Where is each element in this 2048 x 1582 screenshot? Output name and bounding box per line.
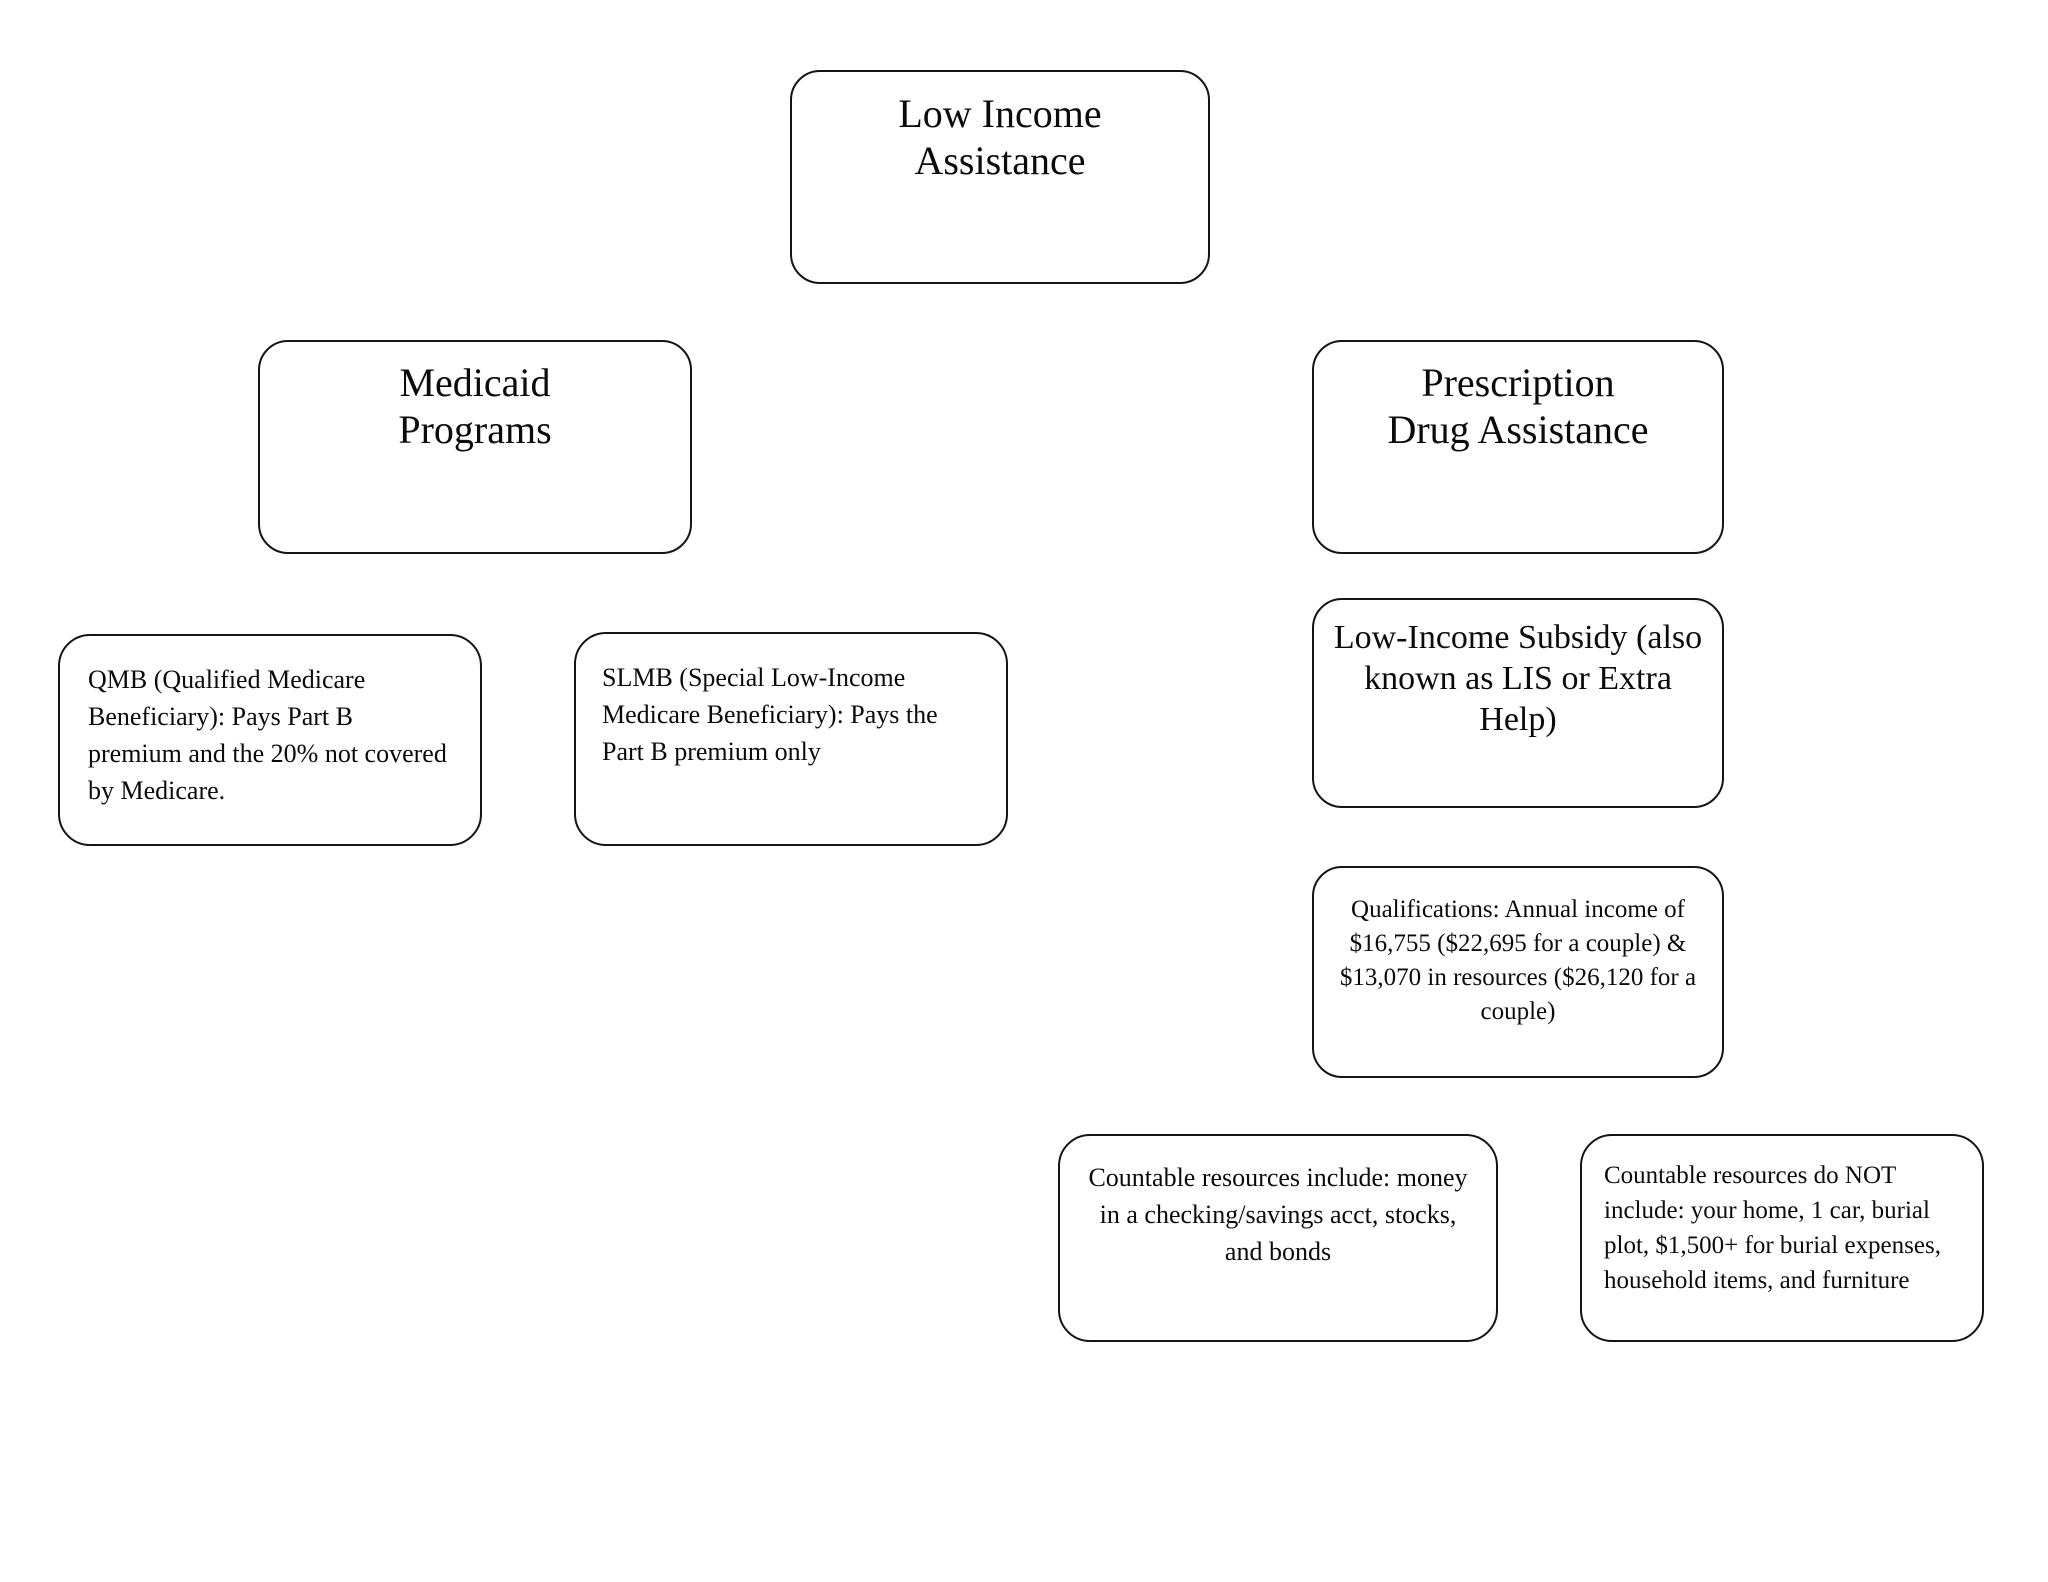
node-medicaid-programs-label: Medicaid Programs <box>398 360 552 453</box>
node-prescription-drug-assistance[interactable]: Prescription Drug Assistance <box>1312 340 1724 554</box>
node-countable-resources-excluded[interactable]: Countable resources do NOT include: your… <box>1580 1134 1984 1342</box>
node-low-income-subsidy[interactable]: Low-Income Subsidy (also known as LIS or… <box>1312 598 1724 808</box>
node-slmb[interactable]: SLMB (Special Low-Income Medicare Benefi… <box>574 632 1008 846</box>
node-low-income-assistance[interactable]: Low Income Assistance <box>790 70 1210 284</box>
node-slmb-label: SLMB (Special Low-Income Medicare Benefi… <box>602 663 938 766</box>
node-prescription-drug-assistance-label: Prescription Drug Assistance <box>1387 360 1649 453</box>
node-countable-resources-excluded-label: Countable resources do NOT include: your… <box>1604 1162 1941 1294</box>
node-low-income-subsidy-label: Low-Income Subsidy (also known as LIS or… <box>1333 619 1703 738</box>
node-countable-resources-included-label: Countable resources include: money in a … <box>1088 1163 1468 1266</box>
node-countable-resources-included[interactable]: Countable resources include: money in a … <box>1058 1134 1498 1342</box>
node-qmb-label: QMB (Qualified Medicare Beneficiary): Pa… <box>88 665 447 805</box>
node-low-income-assistance-label: Low Income Assistance <box>898 91 1102 184</box>
node-qualifications[interactable]: Qualifications: Annual income of $16,755… <box>1312 866 1724 1078</box>
node-qmb[interactable]: QMB (Qualified Medicare Beneficiary): Pa… <box>58 634 482 846</box>
node-medicaid-programs[interactable]: Medicaid Programs <box>258 340 692 554</box>
node-qualifications-label: Qualifications: Annual income of $16,755… <box>1339 896 1697 1025</box>
